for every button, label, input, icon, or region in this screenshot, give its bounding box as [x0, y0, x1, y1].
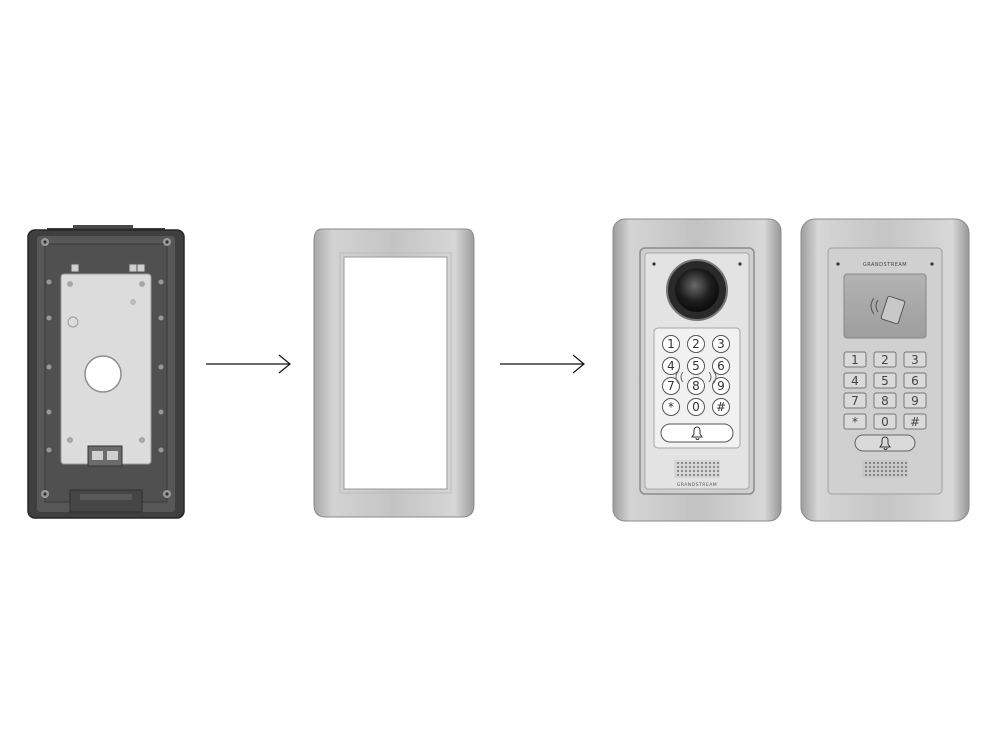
key-label: 1 — [667, 337, 675, 351]
key-label: 7 — [851, 394, 859, 408]
key-label: # — [910, 415, 920, 429]
video-intercom-unit: 1 2 3 4 5 6 7 8 9 * 0 — [612, 218, 782, 522]
key-label: 3 — [911, 353, 919, 367]
key-label: 6 — [911, 374, 919, 388]
key-label: # — [716, 400, 726, 414]
arrow-right-icon — [500, 354, 585, 374]
audio-intercom-unit: GRANDSTREAM 1 2 3 4 5 6 7 8 9 — [800, 218, 970, 522]
brand-label: GRANDSTREAM — [863, 262, 907, 268]
speaker-grille — [674, 460, 720, 478]
mounting-box — [27, 225, 185, 519]
key-label: 0 — [881, 415, 889, 429]
key-label: 1 — [851, 353, 859, 367]
key-label: 3 — [717, 337, 725, 351]
rfid-card-icon — [870, 295, 906, 325]
bell-icon — [691, 426, 703, 440]
key-label: * — [852, 415, 858, 429]
video-intercom-keypad: 1 2 3 4 5 6 7 8 9 * 0 — [660, 335, 734, 443]
audio-intercom-keypad: 1 2 3 4 5 6 7 8 9 * 0 # — [843, 351, 927, 430]
bell-icon — [879, 436, 891, 450]
key-label: 2 — [881, 353, 889, 367]
key-label: 9 — [717, 379, 725, 393]
key-label: 8 — [692, 379, 700, 393]
brand-label: GRANDSTREAM — [677, 482, 717, 488]
rain-shield-frame — [313, 228, 475, 518]
key-label: 5 — [881, 374, 889, 388]
key-label: 7 — [667, 379, 675, 393]
key-label: 5 — [692, 359, 700, 373]
arrow-right-icon — [206, 354, 291, 374]
speaker-grille — [862, 460, 908, 478]
key-label: 6 — [717, 359, 725, 373]
key-label: 4 — [851, 374, 859, 388]
key-label: * — [668, 400, 674, 414]
key-label: 9 — [911, 394, 919, 408]
key-label: 4 — [667, 359, 675, 373]
key-label: 2 — [692, 337, 700, 351]
key-label: 8 — [881, 394, 889, 408]
key-label: 0 — [692, 400, 700, 414]
